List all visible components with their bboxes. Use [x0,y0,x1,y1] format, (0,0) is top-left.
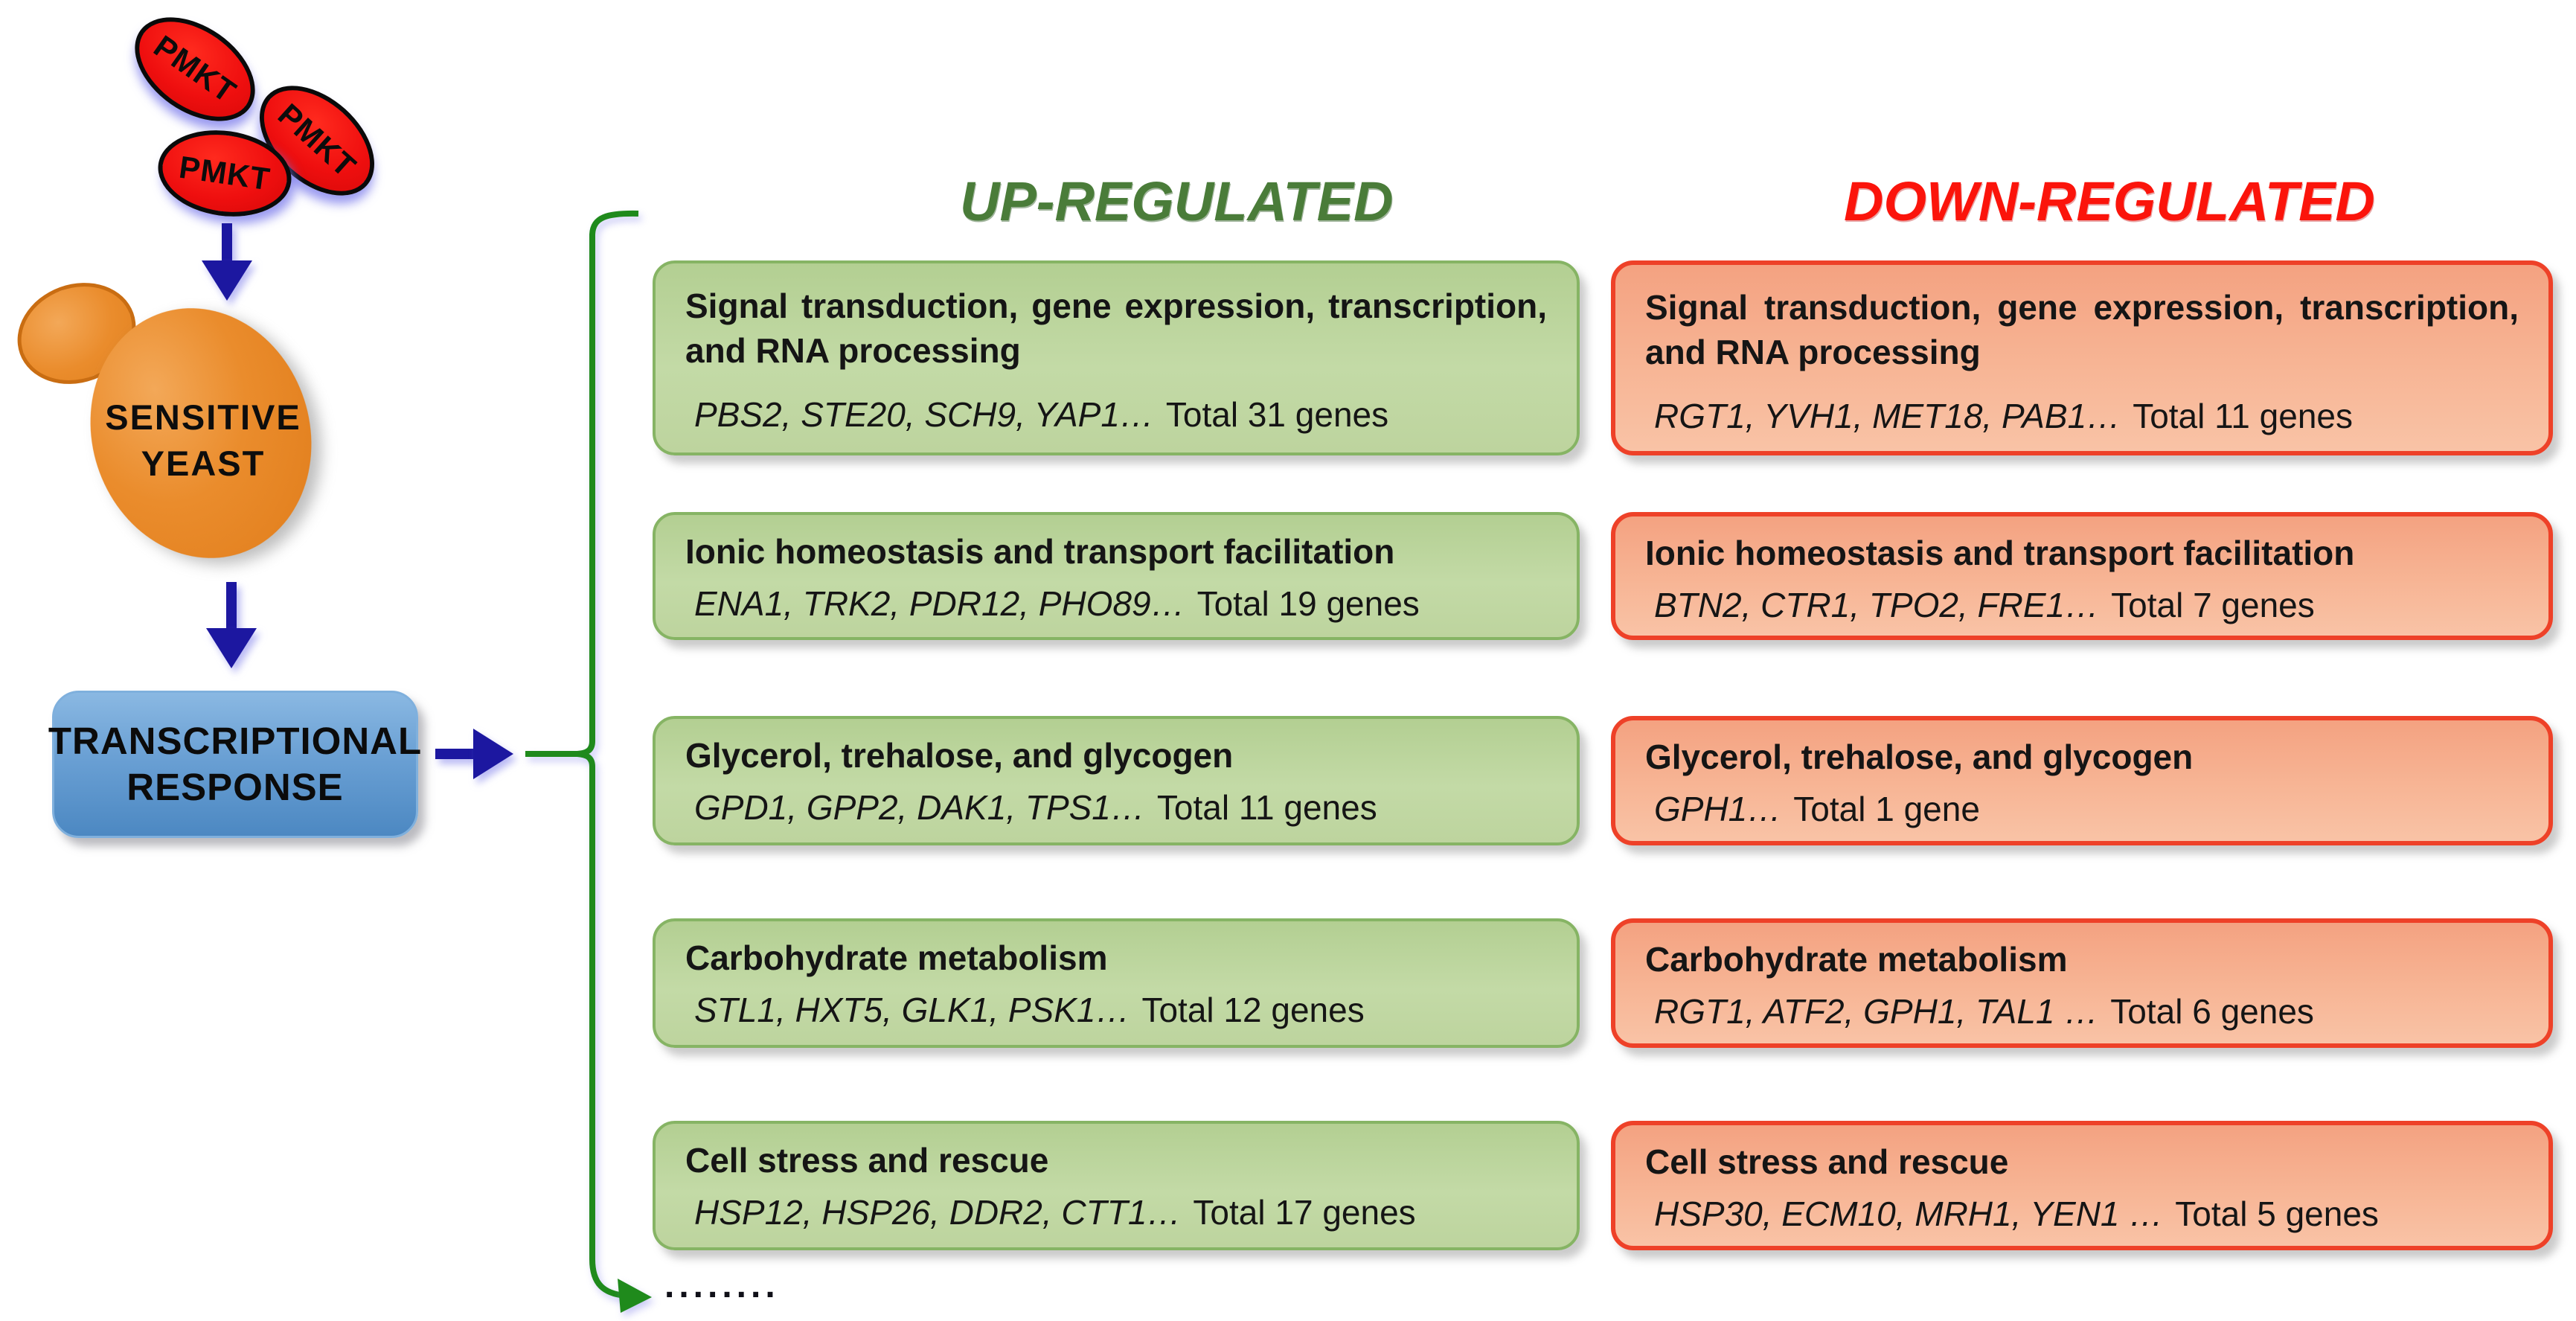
down-card-glycerol-trehalose: Glycerol, trehalose, and glycogen GPH1…T… [1611,716,2553,845]
down-card-ionic-homeostasis: Ionic homeostasis and transport facilita… [1611,512,2553,640]
card-genes: GPH1…Total 1 gene [1654,789,1980,828]
up-card-signal-transduction: Signal transduction, gene expression, tr… [653,260,1580,455]
card-title: Cell stress and rescue [685,1141,1049,1180]
down-card-carbohydrate-metabolism: Carbohydrate metabolism RGT1, ATF2, GPH1… [1611,918,2553,1048]
down-card-cell-stress: Cell stress and rescue HSP30, ECM10, MRH… [1611,1121,2553,1250]
card-genes: RGT1, ATF2, GPH1, TAL1 …Total 6 genes [1654,991,2314,1031]
card-genes: HSP30, ECM10, MRH1, YEN1 …Total 5 genes [1654,1194,2379,1233]
arrow-yeast-to-response [206,582,257,668]
card-title: Glycerol, trehalose, and glycogen [685,736,1234,775]
card-genes: STL1, HXT5, GLK1, PSK1…Total 12 genes [694,990,1365,1029]
card-title: Carbohydrate metabolism [685,938,1108,977]
bracket-gene-groups [525,210,652,1313]
card-title: Signal transduction, gene expression, tr… [1645,288,2519,371]
up-card-glycerol-trehalose: Glycerol, trehalose, and glycogen GPD1, … [653,716,1580,845]
arrow-pmkt-to-yeast [202,223,252,301]
card-genes: HSP12, HSP26, DDR2, CTT1…Total 17 genes [694,1192,1416,1232]
up-regulated-header: UP-REGULATED [960,170,1394,232]
up-card-cell-stress: Cell stress and rescue HSP12, HSP26, DDR… [653,1121,1580,1250]
up-card-ionic-homeostasis: Ionic homeostasis and transport facilita… [653,512,1580,640]
card-title: Signal transduction, gene expression, tr… [685,287,1547,370]
card-genes: RGT1, YVH1, MET18, PAB1…Total 11 genes [1654,396,2353,435]
card-genes: ENA1, TRK2, PDR12, PHO89…Total 19 genes [694,583,1420,623]
sensitive-yeast-label: SENSITIVE YEAST [105,397,301,484]
up-card-carbohydrate-metabolism: Carbohydrate metabolism STL1, HXT5, GLK1… [653,918,1580,1048]
card-genes: PBS2, STE20, SCH9, YAP1…Total 31 genes [694,394,1389,434]
card-genes: BTN2, CTR1, TPO2, FRE1…Total 7 genes [1654,585,2315,624]
card-title: Ionic homeostasis and transport facilita… [685,532,1395,571]
card-title: Cell stress and rescue [1645,1142,2009,1181]
arrow-response-to-bracket [435,729,513,779]
card-title: Carbohydrate metabolism [1645,940,2068,979]
transcriptional-response-box: TRANSCRIPTIONAL RESPONSE [48,691,421,838]
down-regulated-header: DOWN-REGULATED [1844,170,2375,232]
continuation-dots: ........ [664,1266,780,1305]
card-title: Ionic homeostasis and transport facilita… [1645,534,2355,572]
down-card-signal-transduction: Signal transduction, gene expression, tr… [1611,260,2553,455]
card-genes: GPD1, GPP2, DAK1, TPS1…Total 11 genes [694,787,1377,827]
card-title: Glycerol, trehalose, and glycogen [1645,738,2194,776]
